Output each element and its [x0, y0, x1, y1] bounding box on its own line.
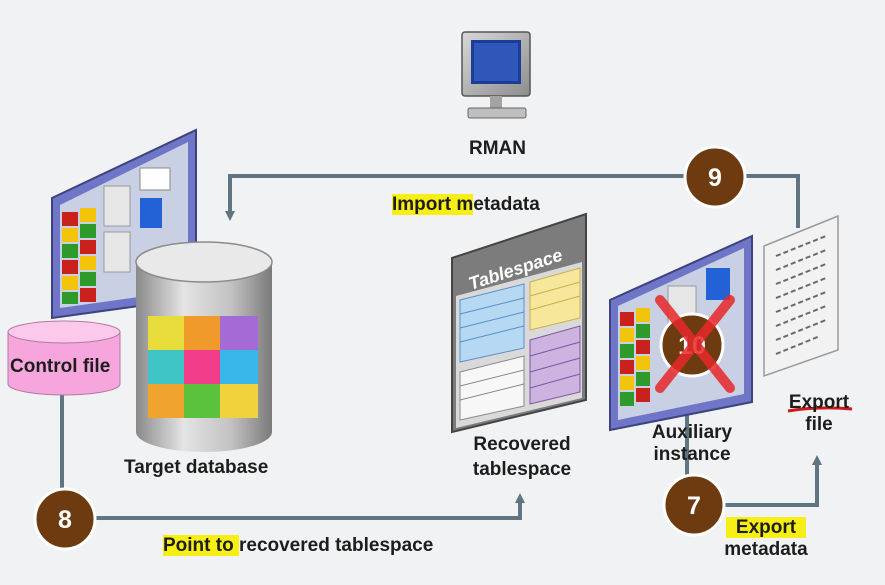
control-file-label: Control file: [10, 356, 111, 377]
tablespace-blue-table: [459, 283, 525, 363]
recovered-tablespace-label: Recovered tablespace: [456, 434, 588, 481]
auxiliary-line-2: instance: [653, 444, 731, 465]
export-underline-mark: [787, 406, 853, 413]
export-metadata-line-1: Export: [714, 517, 818, 539]
export-metadata-line-2: metadata: [724, 539, 808, 560]
control-file-cylinder-icon: [7, 320, 121, 396]
tablespace-purple-table: [529, 325, 581, 405]
export-file-line-1: Export: [788, 392, 850, 413]
import-metadata-rest: etadata: [473, 194, 540, 215]
step-7-number: 7: [687, 492, 701, 520]
step-8-number: 8: [58, 506, 72, 534]
export-metadata-arrow: [685, 404, 822, 507]
puzzle-graphic: [148, 316, 258, 418]
step-9-number: 9: [708, 164, 722, 192]
rman-label: RMAN: [469, 138, 526, 159]
tablespace-panel-icon: [451, 212, 587, 434]
cross-out-icon: [655, 295, 735, 393]
target-database-label: Target database: [124, 457, 269, 478]
auxiliary-line-1: Auxiliary: [651, 422, 733, 443]
point-to-tablespace-arrow: [60, 395, 525, 520]
point-to-tablespace-label: Point to recovered tablespace: [163, 535, 433, 557]
recovered-line-2: tablespace: [472, 459, 572, 480]
auxiliary-instance-label: Auxiliary instance: [640, 422, 744, 466]
import-metadata-label: Import metadata: [392, 194, 540, 216]
step-7-marker: 7: [662, 473, 726, 537]
rman-monitor-icon: [461, 31, 531, 119]
target-database-cylinder-icon: [135, 241, 273, 452]
import-metadata-arrow: [225, 174, 800, 228]
export-file-label: Export file: [778, 392, 860, 436]
export-file-document-icon: [763, 214, 839, 378]
import-metadata-highlight: Import m: [392, 194, 474, 215]
point-to-rest: recovered tablespace: [238, 535, 434, 556]
export-file-line-2: file: [805, 414, 833, 435]
tablespace-white-table: [459, 355, 525, 421]
export-metadata-label: Export metadata: [714, 517, 818, 561]
tablespace-yellow-table: [529, 267, 581, 331]
step-9-marker: 9: [683, 145, 747, 209]
recovered-line-1: Recovered: [473, 434, 571, 455]
step-8-marker: 8: [33, 487, 97, 551]
point-to-highlight: Point to: [163, 535, 239, 556]
